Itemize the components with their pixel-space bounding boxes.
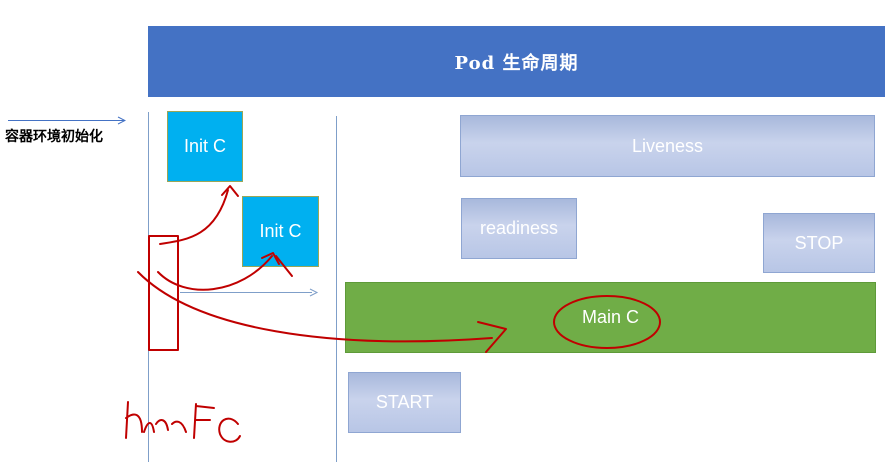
init-arrow-head-icon bbox=[117, 116, 126, 125]
init-container-2-label: Init C bbox=[259, 221, 302, 241]
main-container-bar: Main C bbox=[345, 282, 876, 353]
start-hook-label: START bbox=[375, 392, 434, 412]
init-container-2: Init C bbox=[242, 196, 319, 267]
annotation-arrow-1 bbox=[159, 189, 229, 245]
handwriting-f-letter bbox=[193, 403, 215, 439]
pause-container-rect bbox=[148, 235, 179, 351]
annotation-arrow-1-head bbox=[221, 185, 239, 197]
init-container-1-label: Init C bbox=[183, 136, 226, 156]
container-env-init-label: 容器环境初始化 bbox=[5, 129, 103, 145]
init-timeline bbox=[180, 292, 312, 293]
liveness-probe-box: Liveness bbox=[460, 115, 875, 177]
readiness-probe-label: readiness bbox=[479, 218, 559, 238]
init-phase-axis bbox=[148, 112, 149, 462]
init-container-1: Init C bbox=[167, 111, 243, 182]
main-phase-axis bbox=[336, 116, 337, 462]
init-arrow-line bbox=[8, 120, 124, 121]
handwriting-pause-word bbox=[125, 401, 187, 439]
main-container-label: Main C bbox=[581, 307, 639, 327]
stop-hook-box: STOP bbox=[763, 213, 875, 273]
handwriting-e-letter bbox=[218, 417, 241, 443]
start-hook-box: START bbox=[348, 372, 461, 433]
lifecycle-title-banner: Pod 生命周期 bbox=[148, 26, 885, 97]
liveness-probe-label: Liveness bbox=[631, 135, 704, 156]
stop-hook-label: STOP bbox=[794, 232, 844, 253]
timeline-arrow-head-icon bbox=[309, 288, 319, 297]
readiness-probe-box: readiness bbox=[461, 198, 577, 259]
